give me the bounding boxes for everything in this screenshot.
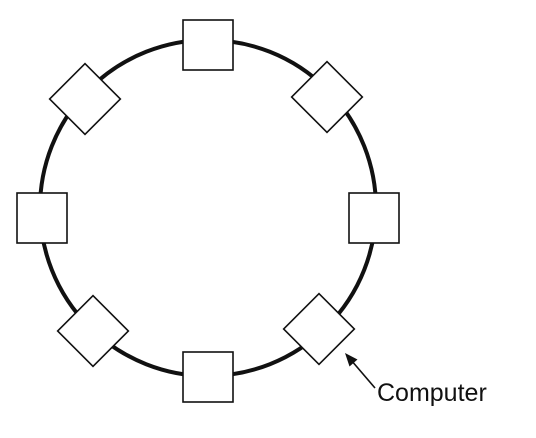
label-pointer-arrowhead [345, 353, 358, 367]
label-pointer-line [350, 359, 376, 389]
computer-node-left [16, 192, 68, 244]
computer-node-top-left [48, 62, 122, 136]
computer-label: Computer [377, 379, 487, 407]
computer-node-bottom-left [56, 294, 130, 368]
computer-node-top [182, 19, 234, 71]
computer-node-bottom-right [282, 292, 356, 366]
computer-node-bottom [182, 351, 234, 403]
computer-node-right [348, 192, 400, 244]
computer-node-top-right [290, 60, 364, 134]
